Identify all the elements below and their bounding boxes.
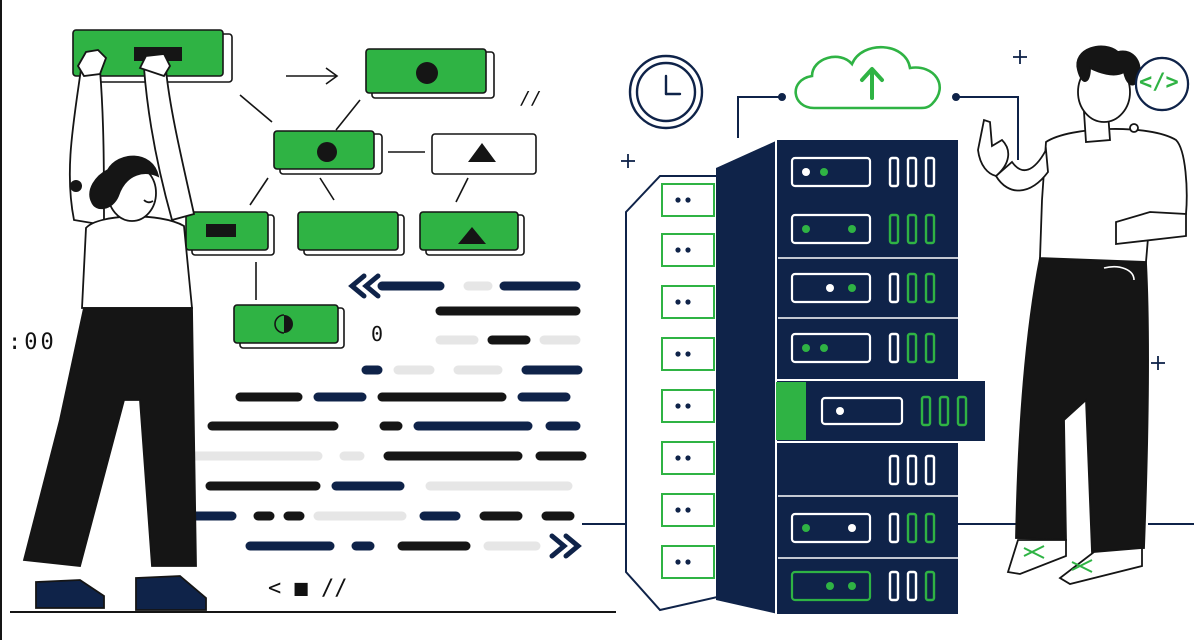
zero-glyph: 0	[371, 322, 384, 346]
rack-drawer-pulled	[775, 379, 987, 443]
sparkle-icon	[621, 50, 1165, 370]
chevron-double-left-icon	[348, 273, 381, 299]
flow-block-half	[233, 304, 345, 349]
flow-block-circle-1	[365, 48, 495, 99]
clock-icon	[628, 54, 704, 130]
cloud-upload-icon	[794, 45, 941, 110]
code-lines	[173, 273, 587, 559]
slash-marks: //	[520, 88, 542, 109]
flow-block-triangle-outline	[431, 133, 537, 175]
nav-glyphs: < ■ //	[268, 576, 348, 601]
person-right	[977, 45, 1188, 585]
rack-leds	[802, 168, 856, 590]
server-rack	[625, 140, 987, 614]
chevron-double-right-icon	[549, 533, 582, 559]
connectors	[737, 93, 1019, 160]
rack-units	[790, 156, 872, 602]
left-readout: :00	[8, 330, 57, 355]
flow-block-plain	[297, 211, 405, 256]
flow-block-rect	[185, 211, 275, 256]
code-tag-label: </>	[1139, 70, 1179, 95]
flowchart	[239, 67, 469, 300]
rack-vents	[888, 156, 936, 602]
flow-block-triangle	[419, 211, 525, 256]
code-tag-icon-ring	[1134, 56, 1190, 112]
person-left	[22, 49, 207, 611]
flow-block-circle-2	[273, 130, 383, 175]
